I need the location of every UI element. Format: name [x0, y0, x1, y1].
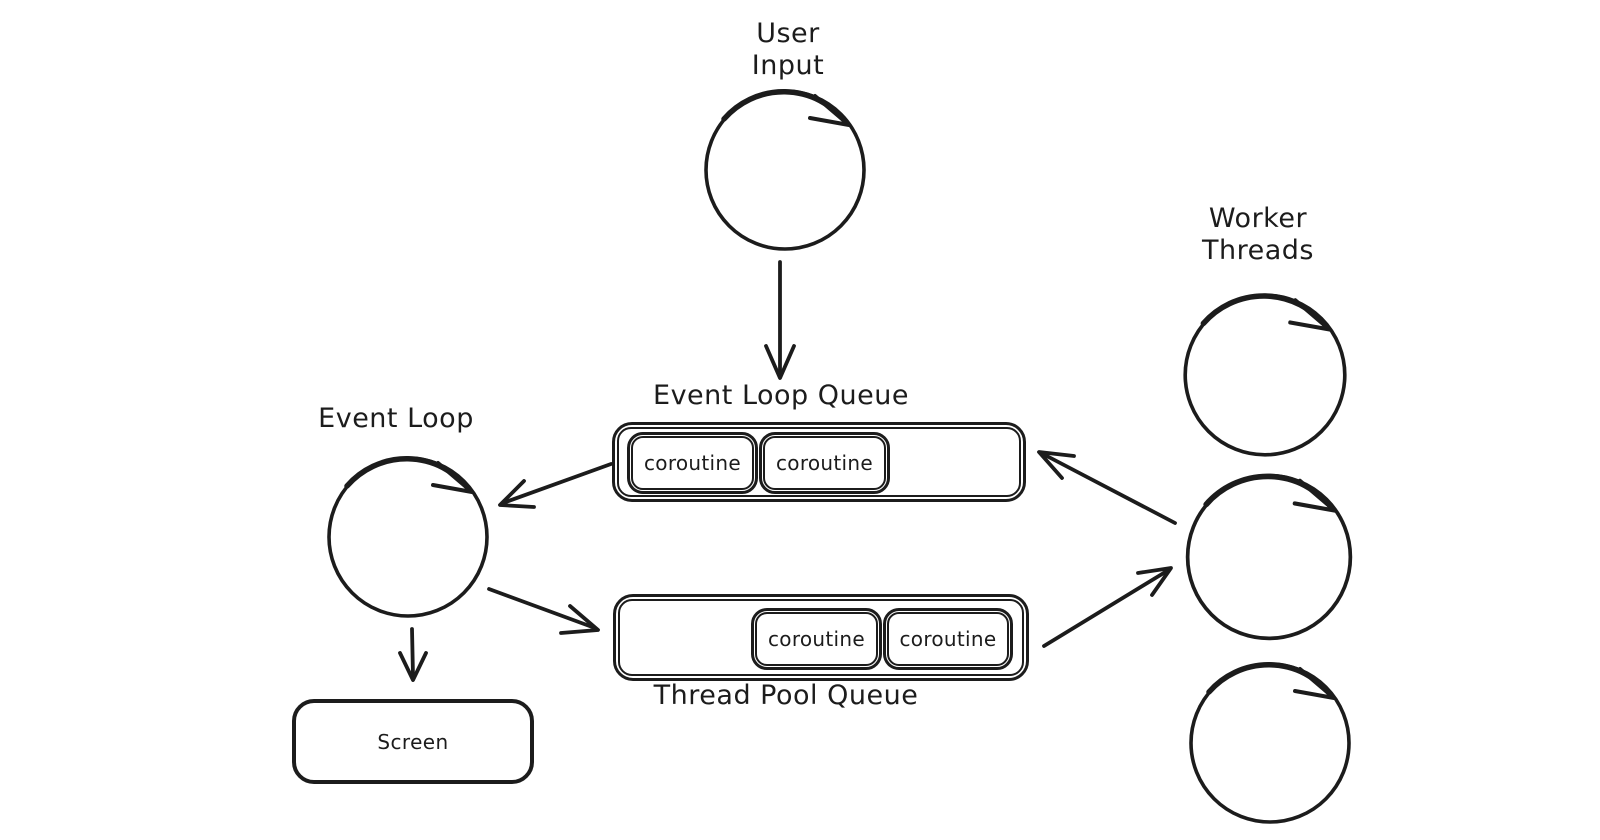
worker-thread-circle-3: [1191, 664, 1349, 822]
arrow-event-loop-to-screen: [398, 627, 428, 682]
user-input-circle: [706, 91, 864, 249]
arrow-user-input-to-event-loop-queue: [764, 260, 796, 380]
worker-thread-circle-2: [1188, 476, 1351, 639]
screen-label: Screen: [377, 729, 449, 754]
worker-thread-circle-1: [1185, 295, 1345, 455]
event-loop-label: Event Loop: [318, 403, 474, 434]
event-loop-queue-coroutine-1: coroutine: [627, 432, 758, 494]
event-loop-circle: [329, 458, 487, 616]
thread-pool-queue-coroutine-2: coroutine: [883, 608, 1013, 670]
coroutine-label: coroutine: [767, 627, 865, 651]
arrow-event-loop-queue-to-event-loop: [498, 462, 613, 509]
coroutine-label: coroutine: [643, 451, 741, 475]
arrow-thread-pool-queue-to-worker-thread: [1042, 566, 1173, 648]
arrow-event-loop-to-thread-pool-queue: [487, 587, 600, 635]
thread-pool-queue-coroutine-1: coroutine: [751, 608, 882, 670]
event-loop-queue-coroutine-2: coroutine: [759, 432, 890, 494]
screen-box: Screen: [292, 699, 534, 784]
thread-pool-queue-label: Thread Pool Queue: [653, 680, 919, 711]
worker-threads-label: Worker Threads: [1202, 203, 1314, 266]
coroutine-label: coroutine: [899, 627, 997, 651]
coroutine-label: coroutine: [775, 451, 873, 475]
arrow-worker-thread-to-event-loop-queue: [1037, 450, 1177, 525]
user-input-label: User Input: [751, 18, 825, 81]
event-loop-queue-label: Event Loop Queue: [653, 380, 909, 411]
